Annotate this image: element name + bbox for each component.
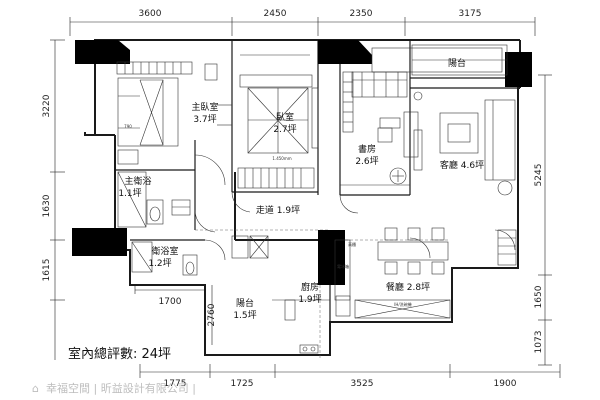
- dim-top-3: 2350: [350, 9, 373, 19]
- label-corridor: 走道 1.9坪: [256, 204, 300, 216]
- label-master-bath: 主衛浴: [124, 175, 151, 187]
- label-living-room: 客廳 4.6坪: [440, 159, 484, 171]
- dimension-labels: 3600 2450 2350 3175 1775 1725 3525 1900 …: [42, 9, 544, 389]
- area-balcony-bottom: 1.5坪: [233, 310, 256, 321]
- dim-bath-width: 1700: [159, 297, 182, 307]
- structural-columns: [72, 40, 532, 285]
- label-bathroom: 衛浴室: [151, 245, 178, 257]
- area-bathroom: 1.2坪: [148, 258, 171, 269]
- dining-furniture: [354, 227, 517, 319]
- master-bedroom-furniture: [116, 61, 232, 186]
- column-top-right: [505, 52, 532, 87]
- area-kitchen: 1.9坪: [298, 294, 321, 305]
- dim-bottom-3: 3525: [351, 379, 374, 389]
- dim-left-2: 1630: [42, 194, 52, 217]
- dim-left-1: 3220: [42, 94, 52, 117]
- label-study: 書房: [358, 143, 376, 155]
- dim-right-2: 1650: [534, 285, 544, 308]
- label-balcony-bottom: 陽台: [236, 297, 254, 309]
- column-left: [72, 228, 127, 256]
- column-center: [318, 230, 345, 285]
- study-furniture: [340, 71, 419, 186]
- master-bath-fixtures: [117, 171, 191, 228]
- area-master-bedroom: 3.7坪: [193, 114, 216, 125]
- dim-top-1: 3600: [139, 9, 162, 19]
- dim-top-4: 3175: [459, 9, 482, 19]
- living-room-furniture: [409, 44, 516, 259]
- label-balcony-top: 陽台: [448, 57, 466, 69]
- label-kitchen: 廚房: [301, 281, 319, 293]
- dim-bottom-4: 1900: [494, 379, 517, 389]
- balcony-top: [371, 47, 503, 73]
- dim-closet-depth: 790: [124, 124, 132, 129]
- area-bedroom: 2.7坪: [273, 124, 296, 135]
- dim-right-3: 1073: [534, 331, 544, 354]
- column-top-left: [75, 40, 130, 64]
- dim-right-1: 5245: [534, 164, 544, 187]
- kitchen-fixtures: [231, 235, 351, 354]
- area-master-bath: 1.1坪: [118, 188, 141, 199]
- label-tall-cabinet: 高櫃: [348, 241, 356, 247]
- label-fridge: 電冰箱: [337, 263, 349, 269]
- total-area-label: 室內總評數: 24坪: [68, 346, 171, 362]
- watermark-icon: ⌂: [32, 382, 39, 395]
- room-labels: 主臥室 3.7坪 臥室 2.7坪 書房 2.6坪 客廳 4.6坪 陽台 主衛浴 …: [118, 57, 484, 321]
- dim-balcony-height: 2760: [207, 303, 217, 326]
- watermark: ⌂ 幸福空間 | 昕益設計有限公司 |: [32, 381, 196, 395]
- dim-bottom-2: 1725: [231, 379, 254, 389]
- dimension-lines: [50, 17, 561, 378]
- bathroom-fixtures: [131, 239, 226, 276]
- area-study: 2.6坪: [355, 156, 378, 167]
- label-dining: 餐廳 2.8坪: [386, 281, 430, 293]
- label-master-bedroom: 主臥室: [191, 101, 218, 113]
- bedroom-furniture: [237, 54, 319, 189]
- watermark-text: 幸福空間 | 昕益設計有限公司 |: [46, 381, 196, 395]
- dim-top-2: 2450: [264, 9, 287, 19]
- dim-bottom-1: 1775: [164, 379, 187, 389]
- column-top-middle: [318, 40, 372, 64]
- label-bedroom: 臥室: [276, 111, 294, 123]
- dim-left-3: 1615: [42, 259, 52, 282]
- dim-bed-size: 1.450mm: [272, 156, 291, 161]
- label-kitchen-counter: IH/洗碗機: [394, 301, 412, 307]
